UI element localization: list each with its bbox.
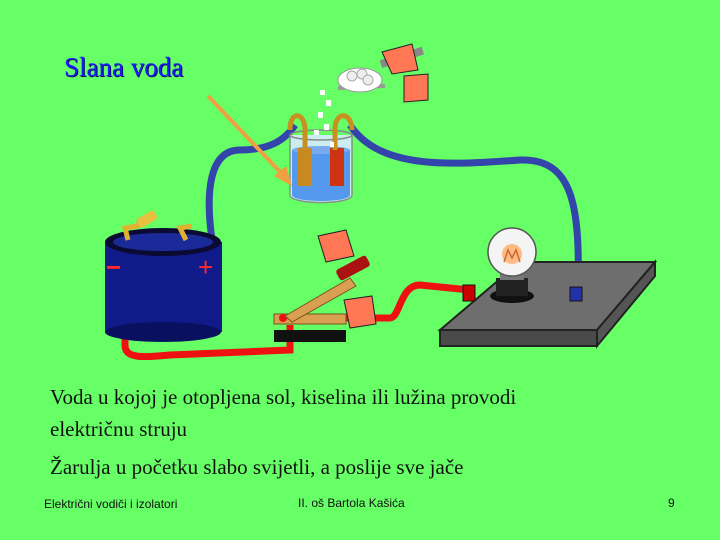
light-bulb-icon: [487, 227, 537, 303]
body-line-2: električnu struju: [50, 417, 188, 441]
red-wire-top: [345, 281, 471, 322]
body-line-3: Žarulja u početku slabo svijetli, a posl…: [50, 455, 464, 479]
arrow-icon: [206, 94, 292, 186]
hand-icon: [317, 43, 429, 329]
terminal-red: [462, 284, 476, 302]
board: [437, 259, 658, 349]
red-wire-bottom: [121, 235, 294, 361]
footer-topic: Električni vodiči i izolatori: [44, 497, 178, 511]
footer-school: II. oš Bartola Kašića: [298, 496, 405, 510]
body-line-1: Voda u kojoj je otopljena sol, kiselina …: [50, 385, 517, 409]
blue-wire-left: [205, 122, 298, 241]
terminal-blue: [569, 286, 583, 302]
battery-plus-sign: +: [198, 252, 214, 282]
circuit-diagram: [105, 43, 658, 361]
switch-icon: [273, 255, 370, 342]
page-number: 9: [668, 496, 675, 510]
diagram-title: Slana voda: [64, 52, 184, 82]
blue-wire-right: [347, 122, 582, 296]
battery-icon: [105, 210, 222, 342]
battery-minus-sign: −: [106, 252, 122, 282]
beaker-icon: [287, 90, 355, 204]
